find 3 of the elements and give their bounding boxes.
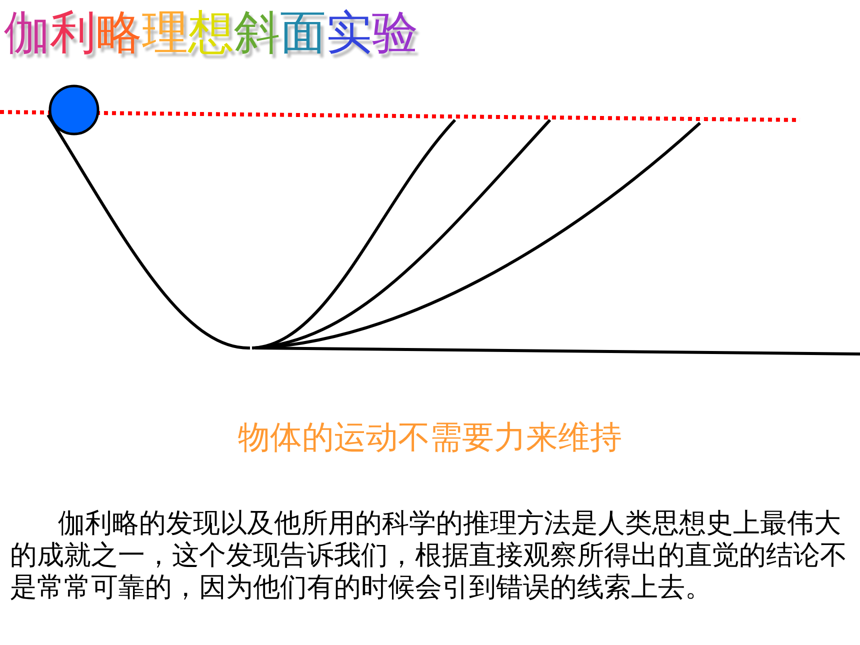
conclusion-text: 物体的运动不需要力来维持 bbox=[237, 417, 623, 458]
title: 伽利略理想斜面实验 bbox=[4, 4, 418, 61]
paragraph-text: 伽利略的发现以及他所用的科学的推理方法是人类思想史上最伟大的成就之一，这个发现告诉我们，根据直接观察所得出的直觉的结论不是常常可靠的，因为他们有的时候会引到错误的线索上去。 bbox=[10, 508, 848, 604]
